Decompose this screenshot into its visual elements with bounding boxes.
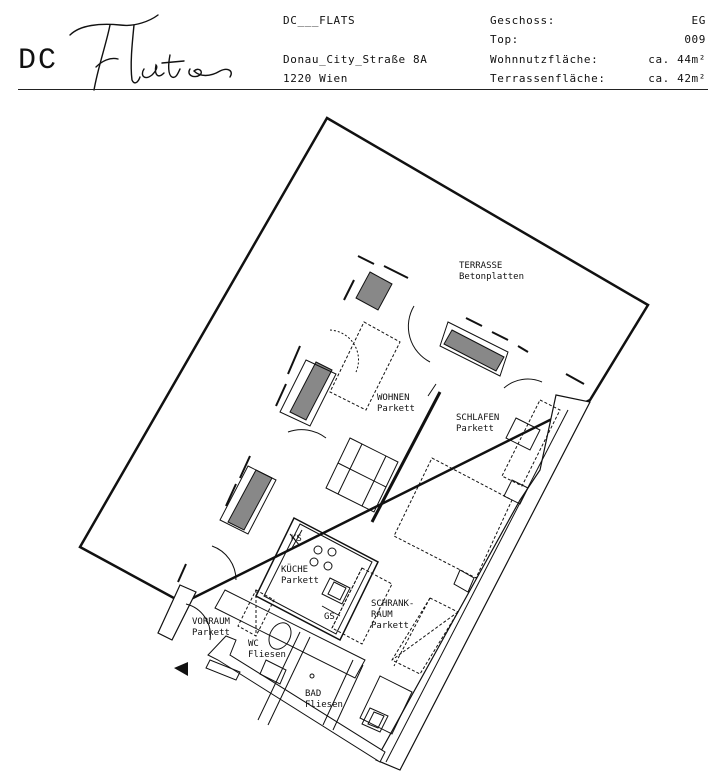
pillar-1 — [289, 361, 333, 421]
pillar-4 — [355, 271, 393, 311]
meta-value-geschoss: EG — [691, 14, 706, 27]
entry-wall — [157, 584, 197, 641]
wardrobe-1 — [331, 567, 393, 645]
pillar-3 — [443, 329, 505, 372]
meta-value-top: 009 — [684, 33, 706, 46]
meta-label-terrassenflaeche: Terrassenfläche: — [490, 72, 606, 85]
sofa-outline — [329, 321, 401, 411]
wall-service-bottom — [207, 635, 386, 763]
dining-table — [325, 437, 399, 513]
wardrobe-2 — [391, 597, 459, 675]
room-vorraum-name: VORRAUM — [192, 617, 231, 627]
address-line1: Donau_City_Straße 8A — [283, 53, 428, 66]
logo-dc-text: DC — [18, 44, 59, 78]
label-gs: GS — [324, 612, 335, 622]
room-schlafen-name: SCHLAFEN — [456, 413, 499, 423]
room-kueche-name: KÜCHE — [281, 564, 308, 575]
meta-value-wohnnutzflaeche: ca. 44m² — [648, 53, 706, 66]
room-wohnen-name: WOHNEN — [377, 393, 410, 403]
brand-label: DC___FLATS — [283, 14, 356, 27]
bed-outline — [393, 457, 513, 579]
room-terrasse-floor: Betonplatten — [459, 272, 524, 282]
entry-arrow-icon — [174, 662, 188, 676]
meta-label-geschoss: Geschoss: — [490, 14, 556, 27]
meta-value-terrassenflaeche: ca. 42m² — [648, 72, 706, 85]
room-schrankraum-name1: SCHRANK- — [371, 599, 414, 609]
room-bad-floor: Fliesen — [305, 700, 343, 710]
room-schrankraum-floor: Parkett — [371, 621, 409, 631]
room-wc-name: WC — [248, 639, 259, 649]
label-ks: KS — [291, 534, 302, 544]
room-wohnen-floor: Parkett — [377, 404, 415, 414]
header-divider — [18, 89, 708, 90]
room-schlafen-floor: Parkett — [456, 424, 494, 434]
kitchen-counter — [255, 516, 379, 642]
meta-label-top: Top: — [490, 33, 519, 46]
desk-outline — [501, 399, 561, 487]
room-kueche-floor: Parkett — [281, 576, 319, 586]
meta-label-wohnnutzflaeche: Wohnnutzfläche: — [490, 53, 599, 66]
room-terrasse-name: TERRASSE — [459, 261, 502, 271]
logo-signature — [69, 14, 232, 91]
room-bad-name: BAD — [305, 689, 321, 699]
terrace-outline — [78, 116, 650, 605]
partition-wall — [370, 391, 442, 523]
room-vorraum-floor: Parkett — [192, 628, 230, 638]
address-line2: 1220 Wien — [283, 72, 349, 85]
room-schrankraum-name2: RAUM — [371, 610, 393, 620]
wall-bath — [214, 589, 366, 679]
room-wc-floor: Fliesen — [248, 650, 286, 660]
